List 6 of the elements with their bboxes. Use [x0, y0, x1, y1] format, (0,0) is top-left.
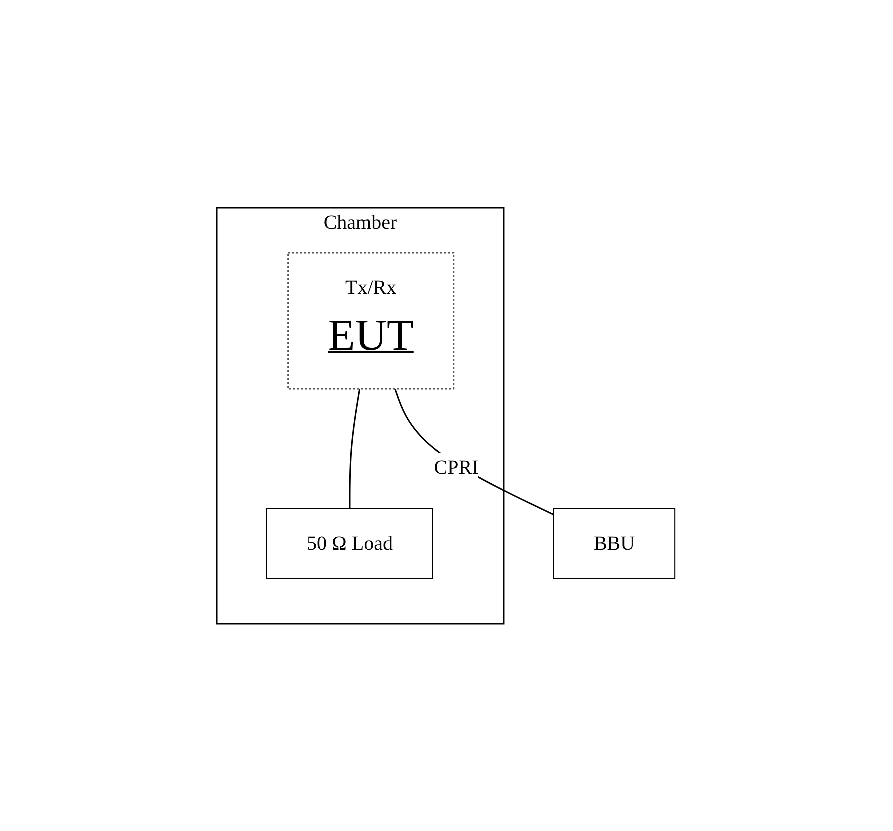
- node-box: BBU: [554, 508, 676, 579]
- edge-label: CPRI: [434, 456, 480, 479]
- node-box: Tx/Rx EUT: [288, 252, 456, 390]
- node-box: 50 Ω Load: [266, 508, 434, 579]
- connector: [350, 388, 362, 508]
- connector: [394, 388, 555, 516]
